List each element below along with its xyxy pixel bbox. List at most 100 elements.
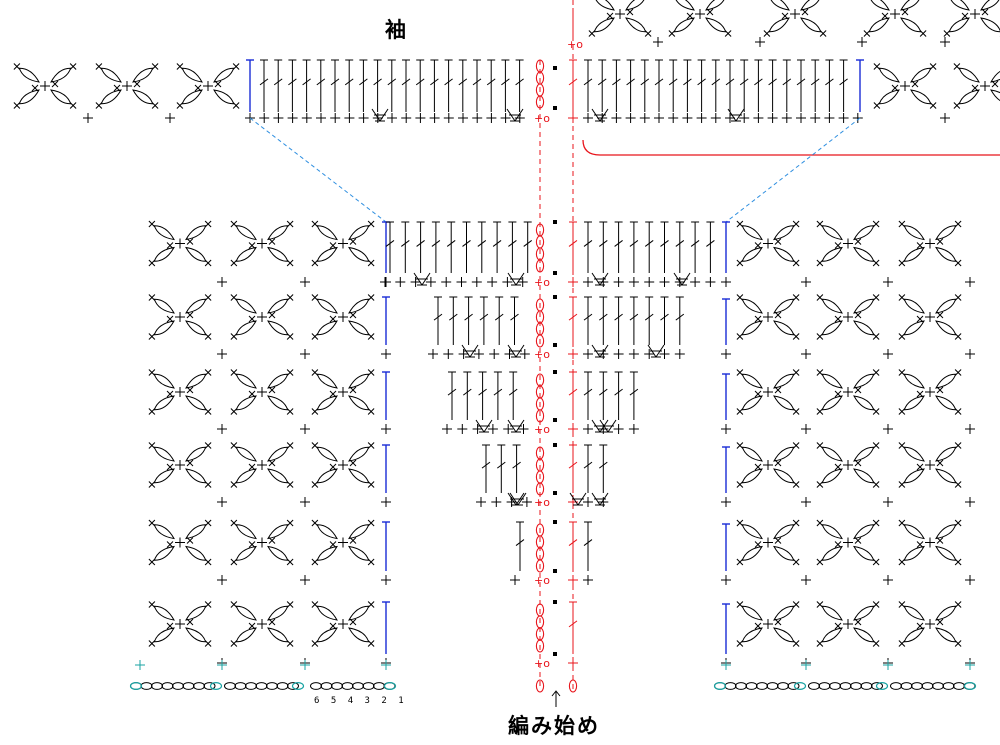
petal-loop [935, 320, 957, 336]
petal-loop [773, 627, 795, 643]
petal-loop [705, 17, 727, 33]
petal-loop [185, 298, 207, 314]
sc-x [329, 622, 337, 630]
double-crochet [444, 78, 453, 86]
petal-loop [235, 320, 257, 336]
center-dc [568, 388, 578, 396]
petal-loop [903, 468, 925, 484]
sc-x [954, 333, 962, 340]
sc-x [311, 481, 319, 488]
sc-x [754, 315, 762, 323]
marker-dot [553, 569, 557, 573]
double-crochet [462, 240, 471, 247]
sc-x [148, 519, 156, 527]
turning-chain: +o [534, 496, 550, 509]
double-crochet [344, 78, 354, 86]
sc-x [834, 463, 842, 471]
count-6: 6 [314, 696, 322, 706]
sc-x [736, 481, 744, 488]
sc-x [151, 63, 159, 70]
sc-x [148, 220, 156, 228]
sc-x [31, 84, 39, 92]
petal-loop [213, 67, 235, 83]
double-crochet [583, 240, 593, 247]
foundation-chain-accent [963, 681, 977, 690]
double-crochet [508, 388, 518, 396]
foundation-chain [182, 682, 195, 690]
sc-x [194, 84, 202, 92]
marker-dot [553, 295, 557, 299]
marker-dot [553, 520, 557, 524]
petal-loop [316, 373, 338, 389]
sc-x [349, 386, 357, 394]
petal-loop [741, 524, 763, 540]
sc-x [230, 408, 238, 415]
sc-x [834, 315, 842, 323]
sc-x [954, 601, 962, 608]
double-crochet [668, 78, 678, 86]
sc-x [736, 369, 744, 376]
sc-x [204, 558, 212, 566]
sc-x [736, 294, 744, 301]
sc-x [367, 519, 375, 527]
petal-loop [235, 468, 257, 484]
foundation-chain [871, 682, 883, 690]
petal-loop [910, 89, 932, 105]
petal-loop [903, 545, 925, 561]
foundation-chain [320, 682, 333, 690]
foundation-chain [911, 682, 923, 690]
sc-x [311, 294, 319, 301]
double-crochet [433, 313, 443, 321]
sc-x [232, 102, 240, 109]
sc-x [898, 259, 906, 267]
foundation-chain [900, 682, 913, 690]
sc-x [929, 102, 937, 109]
double-crochet [494, 313, 504, 321]
petal-loop [153, 225, 175, 241]
sc-x [929, 63, 937, 70]
petal-loop [980, 0, 1000, 11]
sc-x [816, 481, 824, 488]
double-crochet [711, 78, 721, 86]
double-crochet [825, 78, 834, 86]
petal-loop [235, 298, 257, 314]
double-crochet [493, 388, 503, 396]
sc-x [166, 622, 174, 630]
sc-x [13, 63, 21, 70]
sc-x [204, 601, 212, 608]
double-crochet [644, 240, 654, 247]
sc-x [248, 242, 256, 249]
sc-x [176, 63, 184, 70]
sc-x [954, 640, 962, 647]
sc-x [329, 541, 337, 548]
petal-loop [235, 446, 257, 462]
sc-x [872, 333, 880, 340]
double-crochet [431, 240, 441, 247]
petal-loop [958, 89, 980, 105]
marker-dot [553, 370, 557, 374]
double-crochet [416, 240, 425, 247]
sc-x [854, 311, 862, 319]
petal-loop [821, 468, 843, 484]
sc-x [872, 558, 880, 566]
petal-loop [770, 0, 790, 11]
petal-loop [348, 373, 370, 389]
double-crochet [614, 313, 623, 321]
petal-loop [878, 89, 900, 105]
marker-dot [553, 443, 557, 447]
sc-x [367, 259, 375, 267]
petal-loop [267, 395, 289, 411]
sc-x [736, 220, 744, 228]
petal-loop [132, 67, 154, 83]
double-crochet [464, 313, 473, 321]
sc-x [286, 294, 294, 301]
sc-x [792, 558, 800, 566]
sc-x [148, 601, 156, 608]
foundation-chain [860, 682, 873, 690]
sc-x [268, 238, 276, 245]
petal-loop [773, 298, 795, 314]
petal-loop [153, 446, 175, 462]
sc-x [943, 30, 951, 37]
petal-loop [878, 67, 900, 83]
petal-loop [185, 524, 207, 540]
